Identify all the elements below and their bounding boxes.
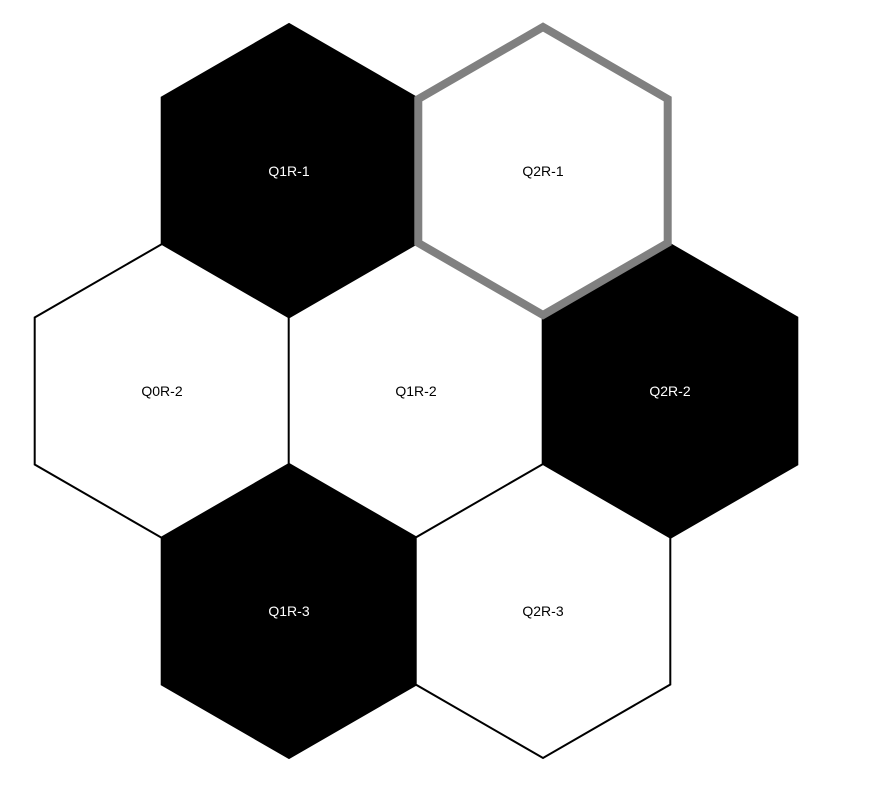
- selection-outline: [414, 22, 672, 320]
- hex-tile[interactable]: [414, 462, 672, 760]
